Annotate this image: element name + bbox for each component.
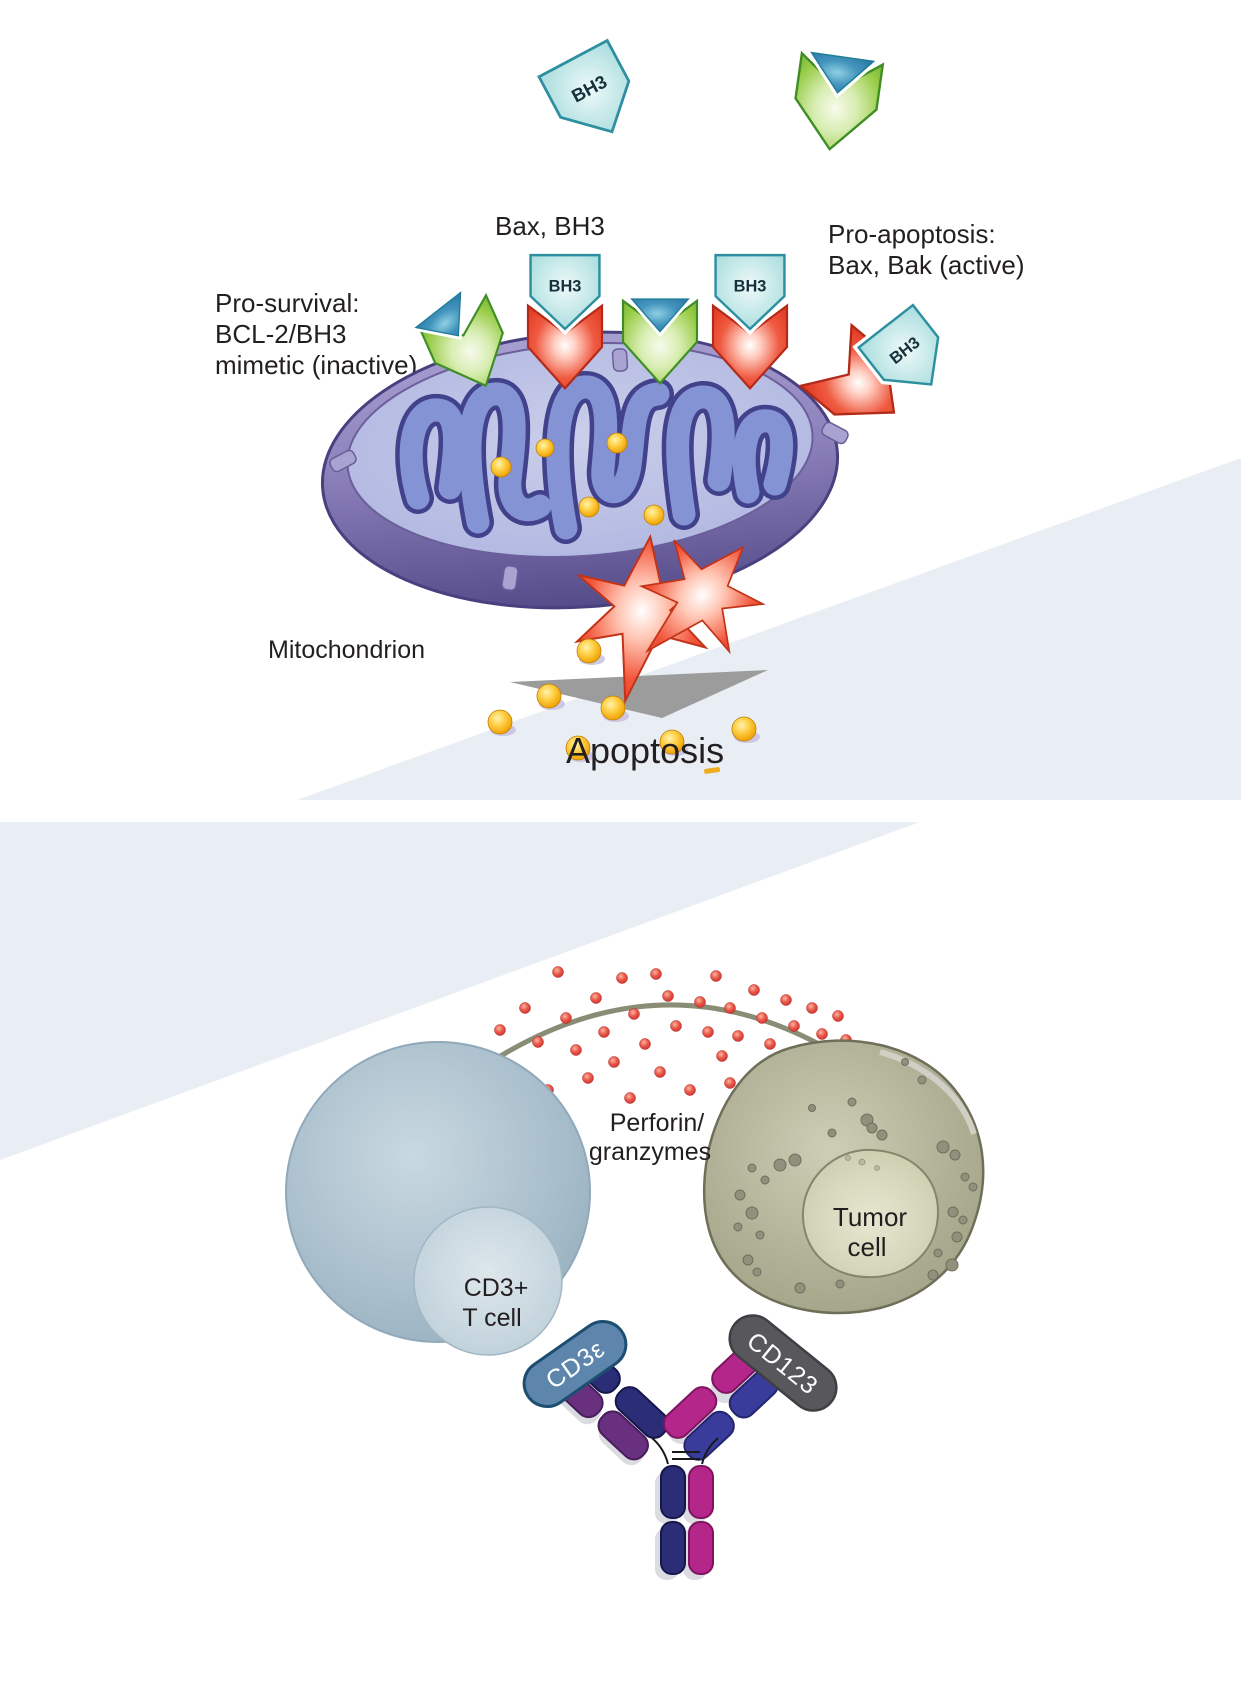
t-cell-label-line2: T cell	[462, 1304, 521, 1332]
bax-bak-active: BH3	[799, 305, 959, 445]
apoptosis-plane	[510, 670, 768, 718]
bh3-bax-complex: BH3	[713, 255, 787, 390]
tumor-cell: Tumor cell	[702, 1039, 985, 1315]
tumor-cell-vesicles	[733, 1058, 978, 1294]
mitochondrion-panel: BH3 Bax, BH3 Pro-apoptosis: Bax, Bak (ac…	[215, 39, 1025, 774]
pro-survival-label-line2: BCL-2/BH3	[215, 319, 347, 349]
antibody-right-arm	[662, 1343, 779, 1461]
t-cell-tumor-panel: CD3+ T cell Tumor	[285, 966, 985, 1580]
mitochondrion-label: Mitochondrion	[268, 636, 425, 664]
gold-dash	[704, 767, 721, 774]
tumor-cell-label-line2: cell	[847, 1232, 886, 1262]
bottom-diagonal-wedge	[0, 822, 920, 1160]
perforin-label-line1: Perforin/	[610, 1109, 705, 1137]
mitochondrion	[320, 330, 849, 610]
tumor-cell-nucleus	[801, 1148, 940, 1279]
bh3-bax-complex: BH3	[528, 255, 602, 390]
t-cell-label-line1: CD3+	[464, 1274, 529, 1302]
pro-apoptosis-label-line1: Pro-apoptosis:	[828, 219, 996, 249]
bh3-tag-label: BH3	[734, 277, 767, 295]
antibody-stem	[655, 1465, 714, 1580]
top-diagonal-wedge	[297, 458, 1241, 800]
apoptosis-label: Apoptosis	[566, 730, 724, 771]
pro-apoptosis-label-line2: Bax, Bak (active)	[828, 250, 1025, 280]
membrane-pegs	[329, 348, 849, 591]
t-cell: CD3+ T cell	[285, 1041, 591, 1356]
cytochrome-c-inside	[490, 432, 665, 526]
tumor-nucleus-bubbles	[845, 1155, 880, 1171]
pro-survival-label-line3: mimetic (inactive)	[215, 350, 417, 380]
tumor-cell-label-line1: Tumor	[833, 1202, 907, 1232]
cristae	[395, 371, 798, 544]
t-cell-nucleus	[413, 1206, 563, 1356]
bh3-ligand-floating: BH3	[537, 39, 648, 152]
bh3-ligand: BH3	[531, 255, 600, 329]
tumor-cell-rim-highlight	[879, 1049, 977, 1135]
perforin-label-line2: granzymes	[589, 1138, 711, 1166]
antibody-hinge	[651, 1437, 719, 1465]
cytochrome-c-released	[487, 638, 760, 774]
pro-survival-label-line1: Pro-survival:	[215, 288, 359, 318]
bax-bh3-label: Bax, BH3	[495, 211, 605, 241]
bh3-ligand: BH3	[859, 305, 959, 406]
bh3-tag-label: BH3	[549, 277, 582, 295]
bh3-ligand: BH3	[716, 255, 785, 329]
